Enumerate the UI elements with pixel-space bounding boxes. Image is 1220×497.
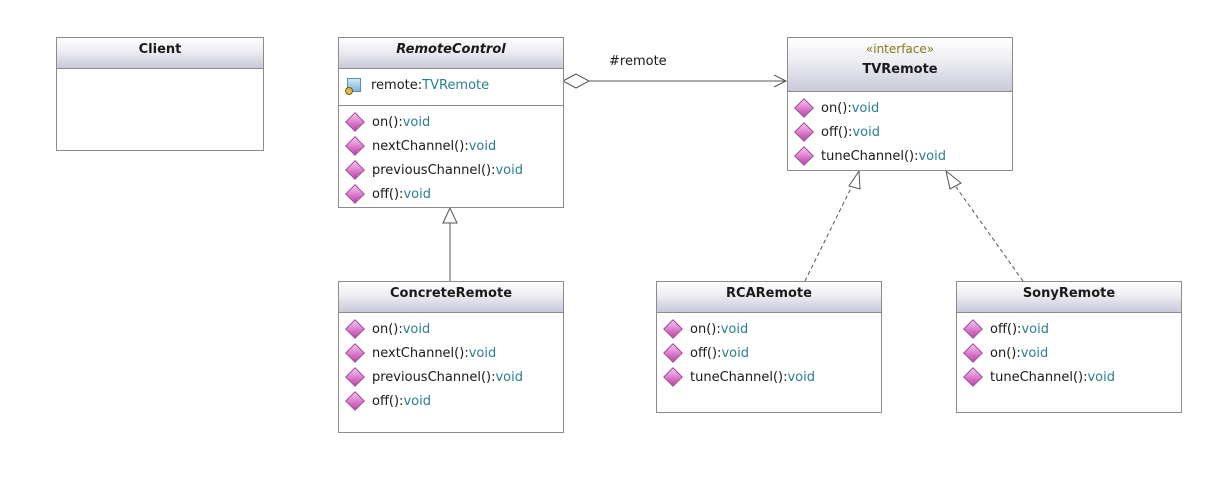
class-rca-remote[interactable]: RCARemote on():void off():void tuneChann…: [656, 281, 882, 413]
method-row[interactable]: on():void: [339, 110, 563, 134]
method-icon: [345, 391, 365, 411]
method-row[interactable]: on():void: [788, 96, 1012, 120]
aggregation-remote-connector: [561, 73, 788, 89]
association-role-label: #remote: [609, 54, 667, 69]
class-name: RCARemote: [726, 286, 812, 301]
method-icon: [663, 343, 683, 363]
realization-sony-connector: [945, 169, 1024, 282]
method-icon: [794, 98, 814, 118]
class-header: RCARemote: [657, 282, 881, 313]
method-icon: [345, 112, 365, 132]
method-row[interactable]: nextChannel():void: [339, 341, 563, 365]
generalization-connector: [442, 206, 458, 281]
method-icon: [794, 146, 814, 166]
method-row[interactable]: on():void: [957, 341, 1181, 365]
method-icon: [345, 184, 365, 204]
class-sony-remote[interactable]: SonyRemote off():void on():void tuneChan…: [956, 281, 1182, 413]
class-name: TVRemote: [862, 62, 938, 77]
method-icon: [345, 136, 365, 156]
method-icon: [963, 367, 983, 387]
method-icon: [794, 122, 814, 142]
methods-section: on():void off():void tuneChannel():void: [657, 313, 881, 389]
arrowhead-icon: [773, 74, 788, 88]
method-row[interactable]: tuneChannel():void: [657, 365, 881, 389]
class-tv-remote[interactable]: «interface» TVRemote on():void off():voi…: [787, 37, 1013, 171]
method-row[interactable]: previousChannel():void: [339, 365, 563, 389]
stereotype-label: «interface»: [865, 42, 935, 56]
class-header: «interface» TVRemote: [788, 38, 1012, 92]
aggregation-diamond-icon: [561, 73, 591, 89]
method-row[interactable]: off():void: [957, 317, 1181, 341]
method-icon: [963, 319, 983, 339]
inheritance-triangle-icon: [442, 206, 458, 224]
class-remote-control[interactable]: RemoteControl remote:TVRemote on():void …: [338, 37, 564, 208]
realization-rca-connector: [804, 169, 861, 282]
method-row[interactable]: tuneChannel():void: [788, 144, 1012, 168]
method-icon: [345, 367, 365, 387]
method-row[interactable]: on():void: [657, 317, 881, 341]
class-header: ConcreteRemote: [339, 282, 563, 313]
method-icon: [963, 343, 983, 363]
methods-section: on():void nextChannel():void previousCha…: [339, 313, 563, 413]
class-name: Client: [138, 42, 182, 57]
field-icon: [345, 78, 361, 95]
method-row[interactable]: off():void: [657, 341, 881, 365]
class-name: ConcreteRemote: [389, 286, 513, 301]
method-icon: [663, 367, 683, 387]
class-header: Client: [57, 38, 263, 69]
method-row[interactable]: off():void: [339, 389, 563, 413]
method-icon: [663, 319, 683, 339]
method-row[interactable]: off():void: [339, 182, 563, 206]
method-row[interactable]: off():void: [788, 120, 1012, 144]
attribute-row[interactable]: remote:TVRemote: [339, 73, 563, 97]
realization-triangle-icon: [945, 169, 962, 190]
class-header: SonyRemote: [957, 282, 1181, 313]
method-row[interactable]: nextChannel():void: [339, 134, 563, 158]
class-name: RemoteControl: [396, 42, 506, 57]
methods-section: on():void nextChannel():void previousCha…: [339, 106, 563, 206]
class-concrete-remote[interactable]: ConcreteRemote on():void nextChannel():v…: [338, 281, 564, 433]
method-icon: [345, 343, 365, 363]
class-header: RemoteControl: [339, 38, 563, 69]
method-row[interactable]: on():void: [339, 317, 563, 341]
method-icon: [345, 319, 365, 339]
method-row[interactable]: previousChannel():void: [339, 158, 563, 182]
method-row[interactable]: tuneChannel():void: [957, 365, 1181, 389]
realization-triangle-icon: [848, 169, 861, 190]
method-icon: [345, 160, 365, 180]
methods-section: off():void on():void tuneChannel():void: [957, 313, 1181, 389]
attributes-section: remote:TVRemote: [339, 69, 563, 106]
methods-section: on():void off():void tuneChannel():void: [788, 92, 1012, 168]
class-client[interactable]: Client: [56, 37, 264, 151]
class-name: SonyRemote: [1022, 286, 1116, 301]
